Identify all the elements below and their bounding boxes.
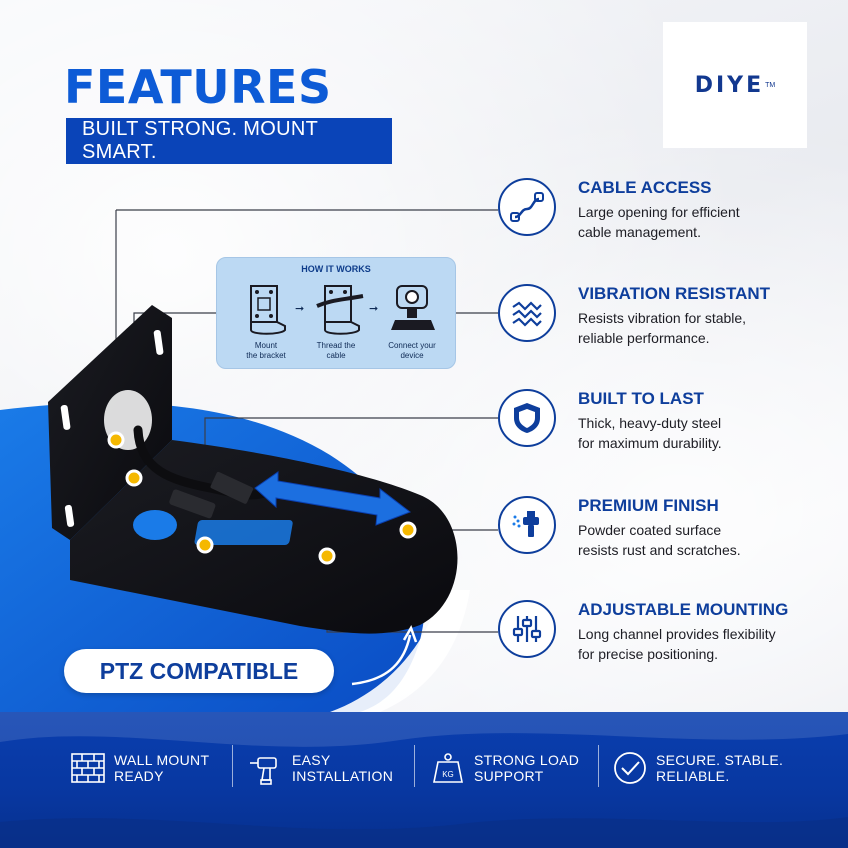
feature-title: VIBRATION RESISTANT (578, 284, 771, 303)
check-circle-icon (610, 748, 650, 788)
sliders-icon (498, 600, 556, 658)
cable-icon (498, 178, 556, 236)
weight-unit-text: KG (442, 770, 454, 779)
badge-divider (232, 745, 233, 787)
feature-description: Resists vibration for stable,reliable pe… (578, 310, 747, 346)
bottom-feature-band (0, 712, 848, 848)
tagline-text: BUILT STRONG. MOUNT SMART. (82, 118, 318, 163)
spray-gun-icon (498, 496, 556, 554)
step-arrow-icon: ➞ (295, 303, 305, 315)
brick-wall-icon (68, 748, 108, 788)
thread-cable-icon (316, 285, 364, 335)
feature-cable-access: CABLE ACCESS Large opening for efficient… (498, 178, 838, 242)
feature-adjustable-mounting: ADJUSTABLE MOUNTING Long channel provide… (498, 600, 838, 664)
feature-vibration-resistant: VIBRATION RESISTANT Resists vibration fo… (498, 284, 838, 348)
badge-divider (414, 745, 415, 787)
ptz-compatible-badge: PTZ COMPATIBLE (64, 649, 334, 693)
feature-title: CABLE ACCESS (578, 178, 712, 197)
how-it-works-title: HOW IT WORKS (301, 264, 371, 274)
weight-kg-icon: KG (428, 748, 468, 788)
shield-icon (498, 389, 556, 447)
vibration-icon (498, 284, 556, 342)
brand-name: DIYE (694, 72, 765, 98)
badge-secure-stable: SECURE. STABLE.RELIABLE. (610, 745, 783, 791)
step-arrow-icon: ➞ (369, 303, 379, 315)
feature-title: BUILT TO LAST (578, 389, 704, 408)
mount-bracket-icon (250, 285, 286, 335)
ptz-label: PTZ COMPATIBLE (99, 657, 299, 684)
drill-icon (246, 748, 286, 788)
badge-divider (598, 745, 599, 787)
camera-device-icon (391, 285, 435, 330)
badge-label: SECURE. STABLE.RELIABLE. (656, 752, 784, 784)
feature-title: ADJUSTABLE MOUNTING (578, 600, 789, 619)
trademark-mark: TM (765, 81, 776, 89)
page-title: FEATURES (64, 60, 332, 114)
tagline-banner: BUILT STRONG. MOUNT SMART. (66, 118, 392, 164)
feature-title: PREMIUM FINISH (578, 496, 719, 515)
